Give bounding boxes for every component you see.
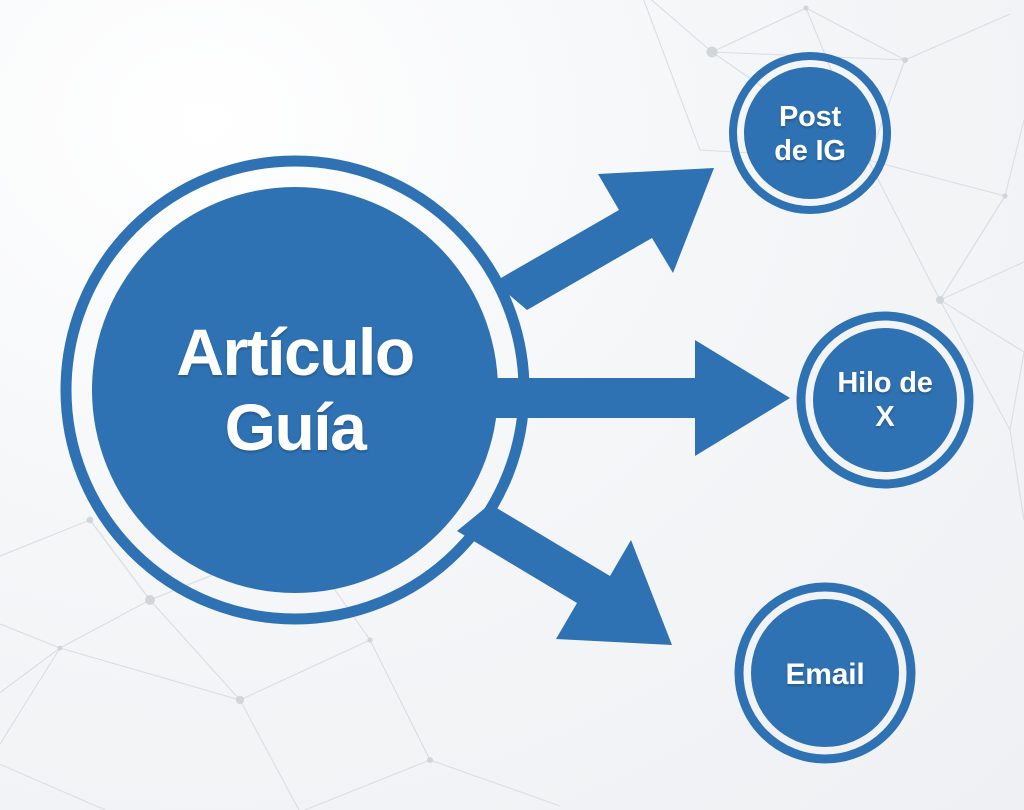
node-post-de-ig[interactable] — [729, 52, 891, 214]
arrow-up-right — [494, 168, 714, 310]
arrow-right — [496, 340, 790, 456]
node-hilo-de-x[interactable] — [796, 311, 974, 489]
arrow-down-right — [457, 504, 672, 645]
node-hub[interactable] — [60, 155, 530, 625]
node-email[interactable] — [734, 582, 916, 764]
